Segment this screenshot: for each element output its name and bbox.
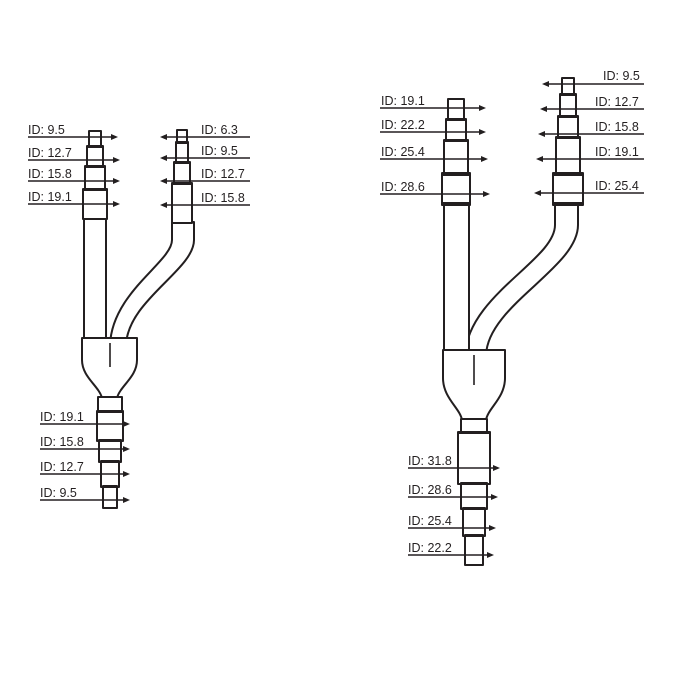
large-b-label-1: ID: 31.8: [408, 454, 452, 468]
small-left-ring-1: [87, 145, 103, 148]
small-tr-label-3: ID: 12.7: [201, 167, 245, 181]
small-right-ring-1: [176, 141, 188, 144]
small-left-step-2: [86, 145, 104, 168]
small-tl-label-4: ID: 19.1: [28, 190, 72, 204]
small-right-arm: [109, 221, 195, 346]
small-left-step-3: [84, 165, 106, 191]
small-left-ring-2: [85, 165, 105, 168]
large-tr-label-1: ID: 9.5: [603, 69, 640, 83]
large-tl-label-4: ID: 28.6: [381, 180, 425, 194]
large-bottom-ring-4: [465, 534, 483, 537]
small-left-ring-3: [83, 188, 107, 191]
large-left-ring-1: [446, 118, 466, 121]
small-bottom-labels: ID: 19.1 ID: 15.8 ID: 12.7 ID: 9.5: [40, 410, 130, 503]
small-b-label-2: ID: 15.8: [40, 435, 84, 449]
large-left-step-2: [445, 118, 467, 142]
small-tr-label-2: ID: 9.5: [201, 144, 238, 158]
large-b-label-4: ID: 22.2: [408, 541, 452, 555]
large-right-step-4: [555, 136, 581, 175]
large-bottom-ring-2: [461, 482, 487, 485]
large-tl-label-3: ID: 25.4: [381, 145, 425, 159]
large-branch-joint: ID: 19.1 ID: 22.2 ID: 25.4 ID: 28.6 ID: …: [380, 69, 644, 566]
large-right-step-1: [561, 77, 575, 96]
large-b-label-2: ID: 28.6: [408, 483, 452, 497]
large-right-ring-5: [553, 202, 583, 206]
large-top-left-labels: ID: 19.1 ID: 22.2 ID: 25.4 ID: 28.6: [380, 94, 490, 197]
small-left-step-1: [88, 130, 102, 148]
large-bottom-step-4: [462, 507, 486, 537]
large-bottom-labels: ID: 31.8 ID: 28.6 ID: 25.4 ID: 22.2: [408, 454, 500, 558]
large-right-arm: [464, 202, 579, 356]
small-left-arm: [83, 217, 107, 346]
large-bottom-ring-1: [458, 431, 490, 434]
small-bottom-ring-2: [99, 439, 121, 442]
large-left-step-1: [447, 98, 465, 121]
large-b-label-3: ID: 25.4: [408, 514, 452, 528]
small-bottom-step-1: [97, 396, 123, 413]
small-bottom-ring-4: [103, 485, 117, 488]
small-b-label-3: ID: 12.7: [40, 460, 84, 474]
large-bottom-step-3: [460, 482, 488, 510]
large-tl-label-1: ID: 19.1: [381, 94, 425, 108]
large-right-ring-1: [560, 93, 576, 96]
small-bottom-step-5: [102, 485, 118, 509]
large-left-ring-4: [442, 202, 470, 206]
small-tr-label-4: ID: 15.8: [201, 191, 245, 205]
large-tr-label-5: ID: 25.4: [595, 179, 639, 193]
small-bottom-step-3: [98, 439, 122, 463]
small-b-label-4: ID: 9.5: [40, 486, 77, 500]
small-bottom-ring-3: [101, 460, 119, 463]
small-tl-label-1: ID: 9.5: [28, 123, 65, 137]
small-bottom-step-2: [96, 410, 124, 442]
small-top-left-labels: ID: 9.5 ID: 12.7 ID: 15.8 ID: 19.1: [28, 123, 120, 207]
large-left-ring-2: [444, 139, 468, 142]
small-b-label-1: ID: 19.1: [40, 410, 84, 424]
large-tl-label-2: ID: 22.2: [381, 118, 425, 132]
large-right-step-2: [559, 93, 577, 118]
large-left-step-4: [441, 172, 471, 206]
small-bottom-ring-1: [97, 410, 123, 413]
large-right-ring-4: [553, 172, 583, 176]
small-right-ring-2: [174, 161, 190, 164]
large-bottom-step-5: [464, 534, 484, 566]
large-right-step-5: [552, 172, 584, 206]
large-bottom-step-2: [457, 431, 491, 485]
large-left-step-3: [443, 139, 469, 175]
large-tr-label-3: ID: 15.8: [595, 120, 639, 134]
large-left-arm: [443, 202, 470, 356]
small-tl-label-3: ID: 15.8: [28, 167, 72, 181]
small-top-right-labels: ID: 6.3 ID: 9.5 ID: 12.7 ID: 15.8: [160, 123, 250, 208]
small-tl-label-2: ID: 12.7: [28, 146, 72, 160]
small-branch-joint: ID: 9.5 ID: 12.7 ID: 15.8 ID: 19.1 ID: 6…: [28, 123, 250, 509]
large-right-ring-2: [558, 115, 578, 118]
small-right-step-2: [175, 141, 189, 164]
large-left-ring-3: [442, 172, 470, 176]
small-right-step-4: [171, 182, 193, 224]
large-top-right-labels: ID: 9.5 ID: 12.7 ID: 15.8 ID: 19.1 ID: 2…: [534, 69, 644, 196]
large-tr-label-2: ID: 12.7: [595, 95, 639, 109]
large-bottom-ring-3: [463, 507, 485, 510]
small-tr-label-1: ID: 6.3: [201, 123, 238, 137]
large-right-ring-3: [556, 136, 580, 139]
large-bottom-step-1: [460, 418, 488, 434]
small-right-ring-3: [172, 182, 192, 185]
large-tr-label-4: ID: 19.1: [595, 145, 639, 159]
